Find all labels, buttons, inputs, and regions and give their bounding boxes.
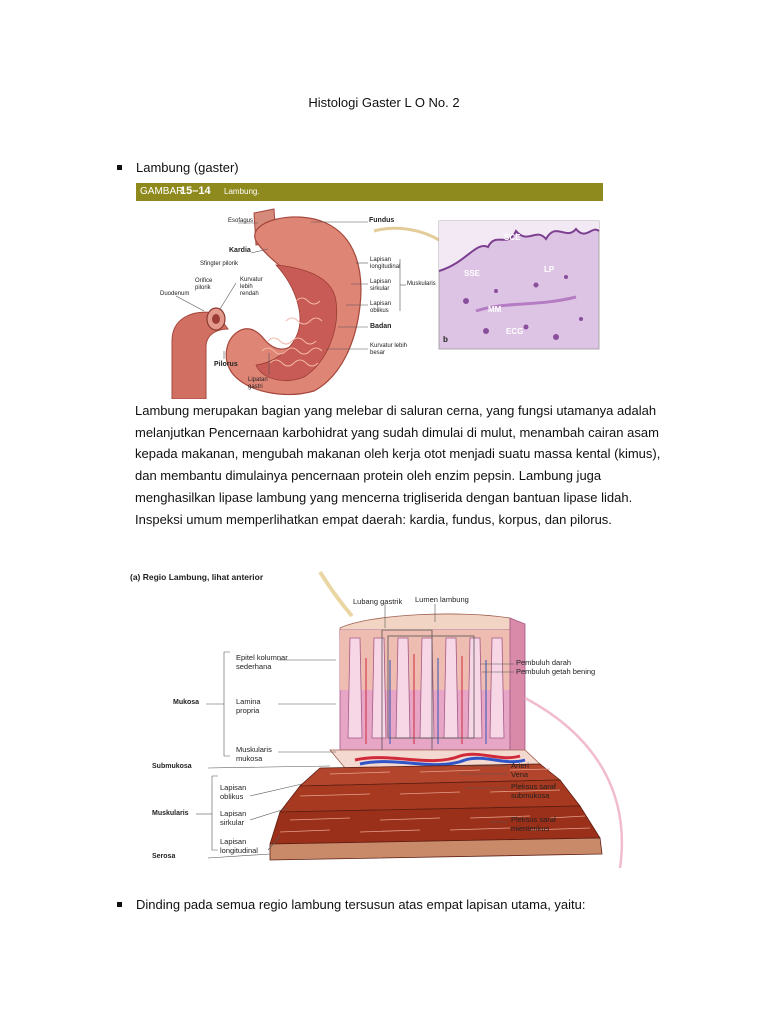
bullet-lambung: Lambung (gaster) xyxy=(117,160,239,175)
figure2-title: (a) Regio Lambung, lihat anterior xyxy=(130,572,264,582)
label-kurvatur-besar: Kurvatur lebih besar xyxy=(370,343,408,356)
figure1-illustration: Esofagus Fundus Kardia Sfingter pilorik … xyxy=(136,201,603,400)
stomach-wall-drawing xyxy=(196,570,624,869)
label-arteri: Arteri xyxy=(511,761,529,770)
label-lubang-gastrik: Lubang gastrik xyxy=(353,597,403,606)
page-title: Histologi Gaster L O No. 2 xyxy=(308,95,460,110)
bullet-dinding: Dinding pada semua regio lambung tersusu… xyxy=(117,897,586,912)
label-vena: Vena xyxy=(511,770,529,779)
label-pleksus-mienterikus: Pleksus saraf mienterikus xyxy=(511,815,557,833)
label-kardia: Kardia xyxy=(229,247,251,254)
label-muskularis: Muskularis xyxy=(407,281,436,287)
banner-prefix: GAMBAR xyxy=(140,186,184,197)
label-muskularis-mukosa: Muskularis mukosa xyxy=(236,745,272,763)
label-muskularis-2: Muskularis xyxy=(152,810,189,817)
label-kurvatur-kecil: Kurvatur lebih rendah xyxy=(240,277,263,297)
label-lapisan-sirkular-2: Lapisan sirkular xyxy=(220,809,247,827)
label-submukosa: Submukosa xyxy=(152,763,192,770)
label-lapisan-sirkular: Lapisan sirkular xyxy=(370,279,392,292)
label-sfingter: Sfingter pilorik xyxy=(200,261,239,267)
label-lamina: Lamina propria xyxy=(236,697,261,715)
bullet-marker xyxy=(117,165,122,171)
label-epitel: Epitel kolumnar sederhana xyxy=(236,653,288,671)
micro-label-sse: SSE xyxy=(464,269,481,278)
label-lipatan: Lipatan gastri xyxy=(248,377,268,390)
label-duodenum: Duodenum xyxy=(160,291,190,297)
bullet-marker xyxy=(117,902,122,908)
paragraph-lambung: Lambung merupakan bagian yang melebar di… xyxy=(135,403,661,527)
label-lapisan-oblikus: Lapisan oblikus xyxy=(370,301,392,314)
micro-label-panel: b xyxy=(443,335,448,344)
label-fundus: Fundus xyxy=(369,217,395,224)
label-badan: Badan xyxy=(370,323,392,330)
banner-number: 15–14 xyxy=(180,185,211,197)
label-lapisan-longitudinal-2: Lapisan longitudinal xyxy=(220,837,258,855)
micro-label-lp: LP xyxy=(544,265,555,274)
micro-label-mm: MM xyxy=(488,305,502,314)
label-esofagus: Esofagus xyxy=(228,218,254,224)
label-lapisan-oblikus-2: Lapisan oblikus xyxy=(220,783,247,801)
micro-label-ecg: ECG xyxy=(506,327,524,336)
label-lapisan-longitudinal: Lapisan longitudinal xyxy=(370,257,401,270)
bullet-lambung-text: Lambung (gaster) xyxy=(136,160,239,175)
label-pleksus-submukosa: Pleksus saraf submukosa xyxy=(511,782,557,800)
figure1-banner: GAMBAR 15–14 Lambung. xyxy=(136,183,603,201)
micro-label-sce: SCE xyxy=(504,233,521,242)
stomach-drawing xyxy=(171,208,600,400)
figure2-illustration: (a) Regio Lambung, lihat anterior Lubang… xyxy=(130,568,640,869)
label-mukosa: Mukosa xyxy=(173,699,200,706)
label-pilorus: Pilorus xyxy=(214,361,238,368)
label-lumen-lambung: Lumen lambung xyxy=(415,595,469,604)
banner-title: Lambung. xyxy=(224,187,260,196)
label-pembuluh-getah: Pembuluh getah bening xyxy=(516,667,596,676)
bullet-dinding-text: Dinding pada semua regio lambung tersusu… xyxy=(136,897,586,912)
label-pembuluh-darah: Pembuluh darah xyxy=(516,658,572,667)
label-serosa: Serosa xyxy=(152,853,176,860)
label-orifice: Orifice pilorik xyxy=(195,278,213,291)
